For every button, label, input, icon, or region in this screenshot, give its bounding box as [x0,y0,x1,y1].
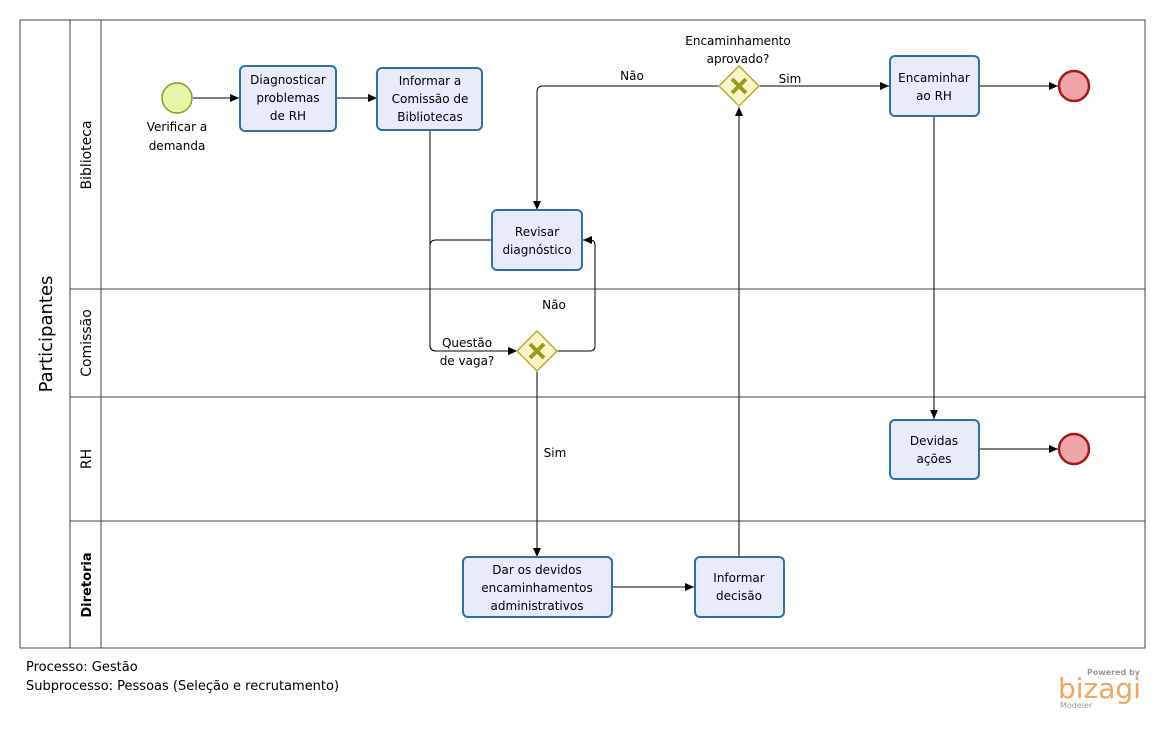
gateway-encaminhamento[interactable] [717,64,761,108]
task-encaminhar-rh[interactable]: Encaminhar ao RH [889,55,980,117]
flow-encaminhamento-nao-to-revisar [533,85,719,210]
task-revisar-line2: diagnóstico [502,243,571,257]
task-diagnosticar[interactable]: Diagnosticar problemas de RH [239,65,337,132]
task-informar-comissao[interactable]: Informar a Comissão de Bibliotecas [376,67,483,131]
task-informar-decisao-line2: decisão [716,589,762,603]
task-encaminhar-rh-line2: ao RH [916,89,952,103]
gateway-encaminhamento-x-icon [730,77,748,95]
start-event[interactable] [161,82,193,114]
gateway-encaminhamento-label-line1: Encaminhamento [685,34,790,48]
flow-questao-nao-to-revisar [557,236,596,352]
gateway-questao[interactable] [515,329,559,373]
task-diagnosticar-line2: problemas [256,91,319,105]
lane-label-diretoria: Diretoria [80,552,95,617]
footer-subprocesso: Subprocesso: Pessoas (Seleção e recrutam… [26,679,340,694]
task-informar-decisao[interactable]: Informar decisão [694,556,785,618]
task-devidas-acoes-line2: ações [917,452,952,466]
gateway-questao-x-icon [528,342,546,360]
task-diagnosticar-line3: de RH [270,109,306,123]
powered-by-text: Powered by [1087,668,1140,677]
task-informar-comissao-line2: Comissão de [392,92,469,106]
end-event-biblioteca[interactable] [1057,69,1091,103]
task-informar-comissao-line3: Bibliotecas [397,110,462,124]
task-dar-devidos[interactable]: Dar os devidos encaminhamentos administr… [462,556,613,618]
task-dar-devidos-line1: Dar os devidos [492,563,581,577]
modeler-text: Modeler [1060,701,1093,710]
pool [19,19,1146,649]
flow-label-nao-mid: Não [542,298,566,312]
lane-label-comissao: Comissão [79,309,95,377]
task-devidas-acoes[interactable]: Devidas ações [889,419,980,480]
task-devidas-acoes-line1: Devidas [910,434,958,448]
footer-processo: Processo: Gestão [26,660,138,675]
lane-label-biblioteca: Biblioteca [79,120,95,189]
gateway-questao-label-line1: Questão [442,336,492,350]
start-event-label-line1: Verificar a [147,120,208,134]
task-revisar[interactable]: Revisar diagnóstico [491,209,583,271]
task-dar-devidos-line2: encaminhamentos [481,581,593,595]
flow-label-sim-top: Sim [779,72,802,86]
task-encaminhar-rh-line1: Encaminhar [898,71,970,85]
pool-label: Participantes [36,276,57,393]
task-informar-comissao-line1: Informar a [399,74,462,88]
end-event-rh[interactable] [1057,432,1091,466]
gateway-encaminhamento-label-line2: aprovado? [707,52,770,66]
task-dar-devidos-line3: administrativos [491,599,584,613]
bizagi-logo: Powered by bizagi Modeler [1058,668,1144,714]
gateway-questao-label-line2: de vaga? [440,354,495,368]
flow-revisar-to-questao [429,239,517,355]
flow-label-sim-mid: Sim [544,446,567,460]
task-revisar-line1: Revisar [515,225,559,239]
bizagi-wordmark: bizagi [1058,672,1141,705]
lane-label-rh: RH [79,449,95,469]
start-event-label-line2: demanda [149,139,206,153]
flow-label-nao-top: Não [620,69,644,83]
task-informar-decisao-line1: Informar [713,571,764,585]
task-diagnosticar-line1: Diagnosticar [250,73,326,87]
